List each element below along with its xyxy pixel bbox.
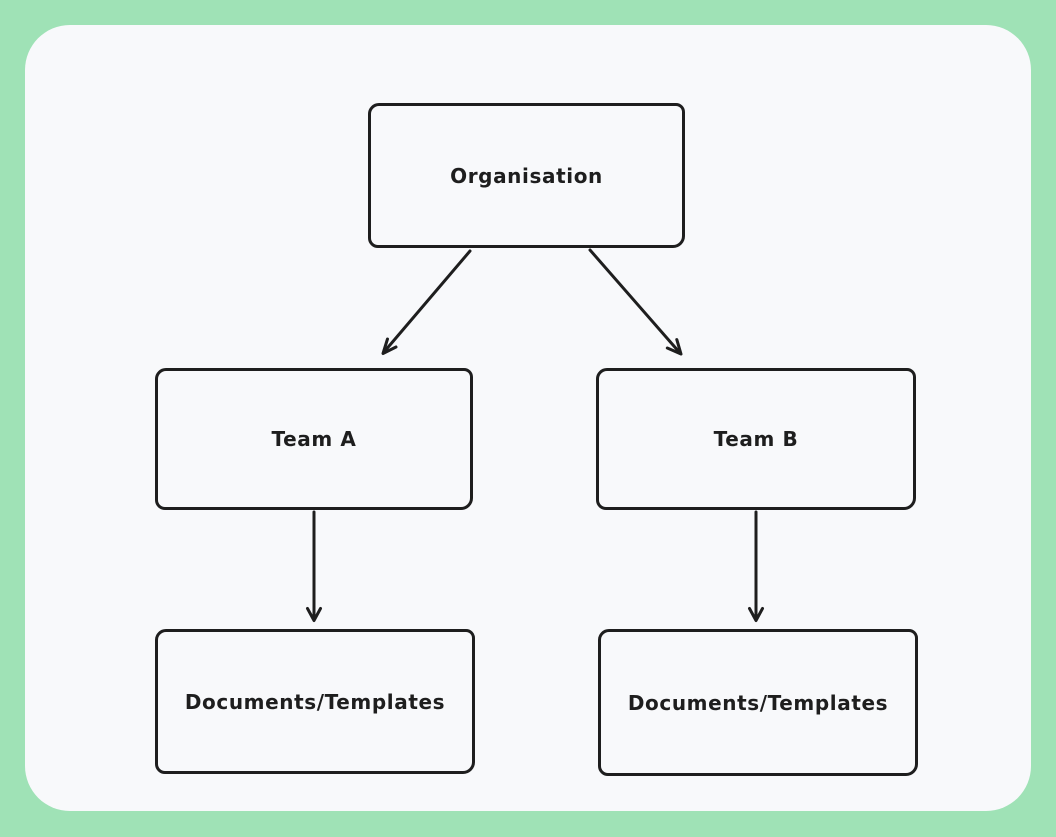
node-team-b-label: Team B [713,427,799,451]
node-team-b[interactable]: Team B [596,368,916,510]
arrow-team-a-to-documents-a [306,510,322,622]
node-organisation-label: Organisation [450,163,603,188]
arrow-organisation-to-team-b [588,248,683,356]
node-documents-templates-b[interactable]: Documents/Templates [598,629,918,776]
node-team-a[interactable]: Team A [155,368,473,510]
diagram-canvas: Organisation Team A Team B Documents/Tem… [25,25,1031,811]
node-organisation[interactable]: Organisation [368,103,685,248]
node-documents-templates-a[interactable]: Documents/Templates [155,629,475,774]
arrow-team-b-to-documents-b [748,510,764,622]
node-documents-templates-b-label: Documents/Templates [627,690,889,715]
node-documents-templates-a-label: Documents/Templates [184,689,446,714]
node-team-a-label: Team A [271,427,357,451]
arrow-organisation-to-team-a [381,249,472,355]
